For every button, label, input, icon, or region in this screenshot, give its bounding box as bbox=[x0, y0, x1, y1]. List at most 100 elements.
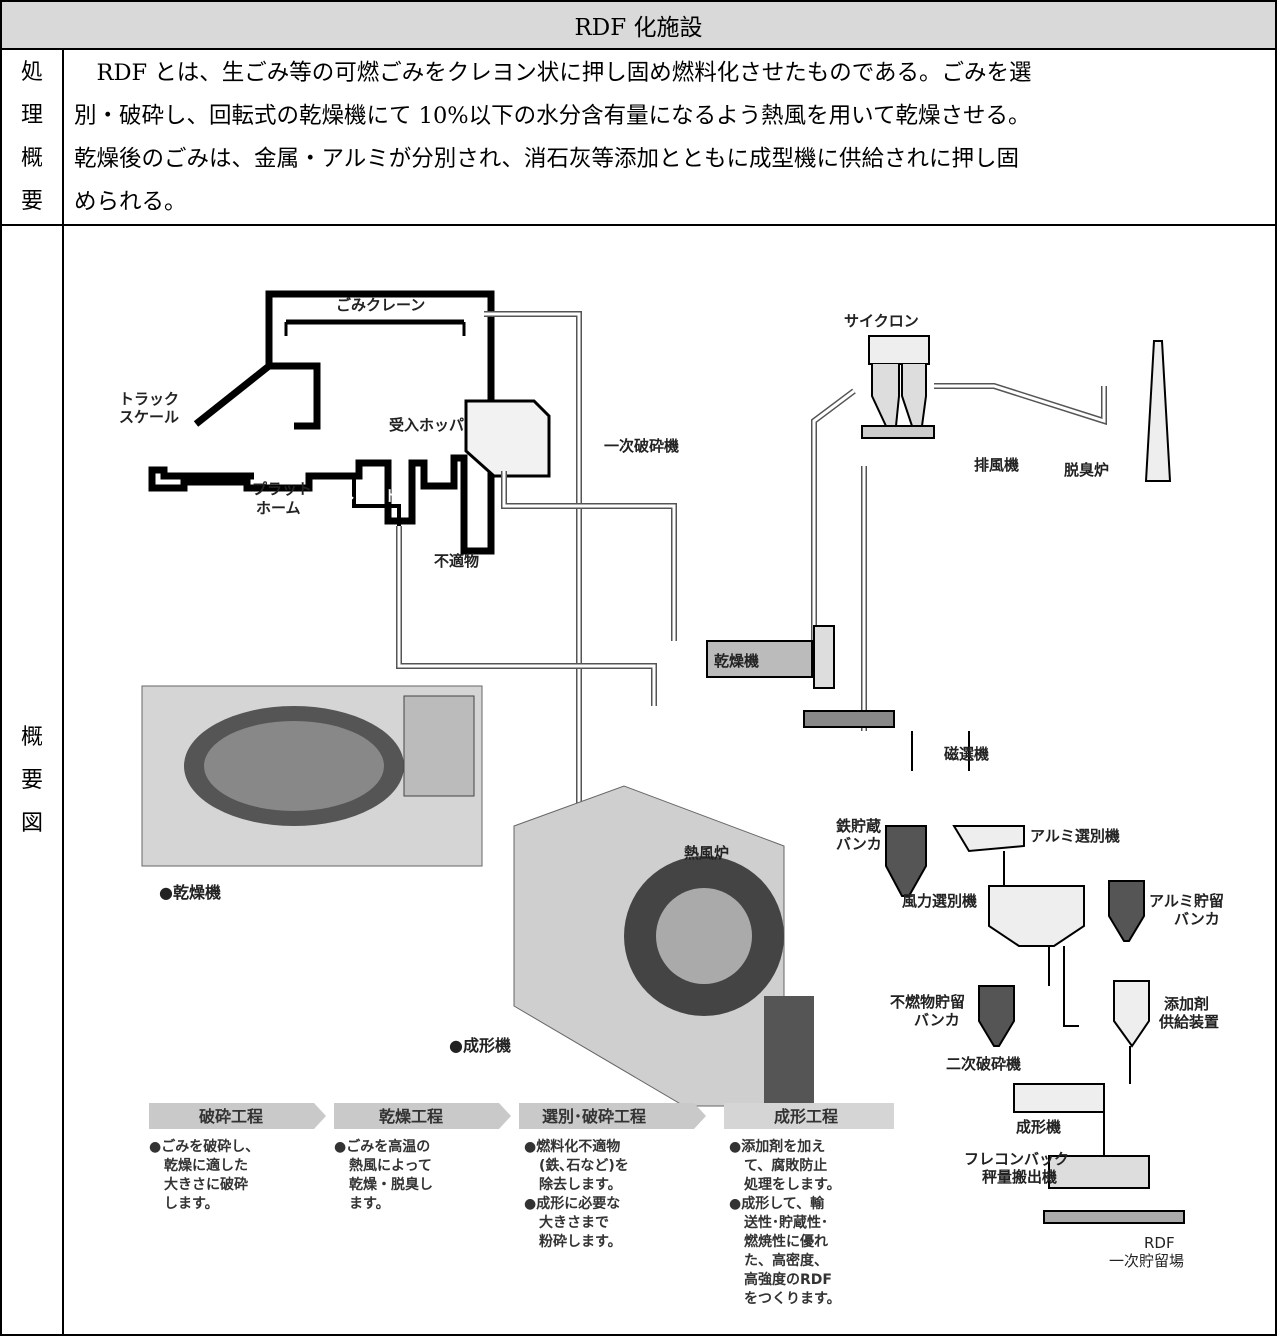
label-dryer-unit: 乾燥機 bbox=[714, 652, 759, 670]
step-title: 成形工程 bbox=[774, 1107, 838, 1126]
building-outline bbox=[148, 290, 495, 555]
step-line: 高強度のRDF bbox=[744, 1271, 832, 1288]
label-secondary-crusher: 二次破砕機 bbox=[946, 1055, 1021, 1073]
step-banner bbox=[519, 1103, 706, 1129]
label-iron-bunker: バンカ bbox=[836, 835, 882, 853]
summary-label: 処 理 概 要 bbox=[2, 50, 64, 224]
building-wall bbox=[265, 314, 321, 430]
diagram-label-char: 概 bbox=[20, 724, 43, 750]
label-iron-bunker: 鉄貯蔵 bbox=[836, 817, 881, 835]
cyclone-top bbox=[868, 335, 930, 365]
label-magnetic-sep: 磁選機 bbox=[944, 745, 989, 763]
summary-line: 別・破砕し、回転式の乾燥機にて 10%以下の水分含有量になるよう熱風を用いて乾燥… bbox=[74, 103, 1031, 129]
step-banner bbox=[149, 1103, 326, 1129]
label-additive: 供給装置 bbox=[1158, 1013, 1219, 1031]
cyclone-body bbox=[871, 364, 927, 427]
summary-label-char: 要 bbox=[20, 189, 43, 214]
process-diagram: ごみクレーン トラック スケール プラット ホーム 受入ホッパ ごみピット 一次… bbox=[64, 226, 1275, 1334]
step-line: をつくります。 bbox=[744, 1291, 841, 1307]
hopper-box bbox=[464, 399, 551, 478]
pipe-2-inner bbox=[502, 471, 676, 641]
step-title: 乾燥工程 bbox=[379, 1107, 443, 1126]
step-line: ●添加剤を加え bbox=[729, 1138, 825, 1155]
label-crane: ごみクレーン bbox=[336, 296, 425, 314]
pit-wall bbox=[352, 476, 401, 526]
additive-feeder bbox=[1113, 980, 1150, 1048]
step-line: 燃焼性に優れ bbox=[744, 1233, 828, 1250]
dryer-end bbox=[813, 625, 835, 689]
label-alu-bunker: バンカ bbox=[1174, 910, 1220, 928]
step-banners bbox=[149, 1103, 894, 1129]
summary-line: められる。 bbox=[74, 189, 187, 215]
molder-unit bbox=[1013, 1083, 1105, 1113]
label-photo-molder: ●成形機 bbox=[449, 1036, 511, 1055]
step-line: ●成形に必要な bbox=[524, 1195, 620, 1212]
step-line: (鉄､石など)を bbox=[539, 1157, 629, 1174]
wind-separator bbox=[988, 885, 1085, 947]
summary-text: RDF とは、生ごみ等の可燃ごみをクレヨン状に押し固め燃料化させたものである。ご… bbox=[64, 50, 1275, 224]
roof-line bbox=[193, 363, 272, 427]
label-unsuitable: 不適物 bbox=[434, 552, 479, 570]
dryer-block bbox=[706, 640, 813, 678]
label-platform: プラット bbox=[252, 480, 312, 498]
alu-bunker bbox=[1108, 880, 1145, 942]
label-noncomb-bunker: バンカ bbox=[914, 1011, 960, 1029]
label-alu-sep: アルミ選別機 bbox=[1030, 827, 1120, 845]
step-line: 処理をします。 bbox=[743, 1176, 841, 1193]
diagram-row: 概 要 図 bbox=[2, 226, 1275, 1334]
table-title: RDF 化施設 bbox=[2, 2, 1275, 50]
step-line: た、高密度、 bbox=[744, 1252, 828, 1269]
summary-label-char: 概 bbox=[20, 146, 43, 171]
step-title: 破砕工程 bbox=[199, 1107, 263, 1126]
flexcon-unit bbox=[1048, 1155, 1150, 1189]
step-line: て、腐敗防止 bbox=[744, 1157, 827, 1174]
step-banner bbox=[724, 1103, 894, 1129]
label-cyclone: サイクロン bbox=[844, 312, 919, 330]
label-deodorizer: 脱臭炉 bbox=[1064, 461, 1109, 479]
label-photo-dryer: ●乾燥機 bbox=[159, 883, 221, 902]
diagram-label: 概 要 図 bbox=[2, 226, 64, 1334]
step-line: 乾燥に適した bbox=[164, 1157, 248, 1174]
flow-lines bbox=[911, 731, 1131, 1156]
step-line: 乾燥・脱臭し bbox=[349, 1176, 433, 1193]
label-platform: ホーム bbox=[256, 499, 301, 517]
process-diagram-svg: ごみクレーン トラック スケール プラット ホーム 受入ホッパ ごみピット 一次… bbox=[119, 290, 1224, 1307]
step-title: 選別･破砕工程 bbox=[542, 1107, 646, 1126]
step-line: 大きさまで bbox=[539, 1214, 609, 1231]
step-line: ●成形して、輸 bbox=[729, 1195, 825, 1212]
dryer-photo bbox=[141, 685, 483, 867]
label-molder: 成形機 bbox=[1016, 1118, 1061, 1136]
label-exhaust-fan: 排風機 bbox=[974, 456, 1019, 474]
pipe-1 bbox=[484, 311, 624, 859]
step-banner bbox=[334, 1103, 511, 1129]
label-wind-sep: 風力選別機 bbox=[902, 892, 977, 910]
diagram-label-char: 図 bbox=[20, 810, 43, 836]
noncomb-bunker bbox=[978, 985, 1015, 1047]
label-rdf: RDF bbox=[1144, 1234, 1175, 1252]
summary-label-char: 処 bbox=[20, 60, 43, 85]
pipe-2 bbox=[501, 471, 677, 641]
step-line: します。 bbox=[164, 1196, 219, 1212]
conveyor bbox=[803, 710, 895, 728]
label-flexcon: フレコンバック bbox=[964, 1150, 1069, 1168]
pipe-5-inner bbox=[934, 384, 1106, 424]
pipe-4-inner bbox=[812, 389, 855, 676]
step-line: 除去します。 bbox=[539, 1176, 622, 1193]
label-noncomb-bunker: 不燃物貯留 bbox=[890, 993, 965, 1011]
step-line: ●燃料化不適物 bbox=[524, 1138, 620, 1155]
summary-label-char: 理 bbox=[20, 103, 43, 128]
label-alu-bunker: アルミ貯留 bbox=[1149, 892, 1224, 910]
iron-bunker bbox=[885, 825, 927, 897]
step-line: ●ごみを高温の bbox=[334, 1138, 430, 1155]
label-pit: ごみピット bbox=[324, 487, 399, 505]
molder-photo bbox=[513, 785, 814, 1107]
step-line: 粉砕します。 bbox=[539, 1233, 622, 1250]
pipe-3-inner bbox=[397, 526, 656, 706]
step-line: 熱風によって bbox=[349, 1157, 432, 1174]
label-rdf-storage: 一次貯留場 bbox=[1109, 1252, 1184, 1270]
step-line: 大きさに破砕 bbox=[164, 1176, 248, 1193]
label-flexcon: 秤量搬出機 bbox=[982, 1168, 1057, 1186]
step-line: ます。 bbox=[349, 1196, 390, 1212]
diagram-label-char: 要 bbox=[20, 767, 43, 793]
